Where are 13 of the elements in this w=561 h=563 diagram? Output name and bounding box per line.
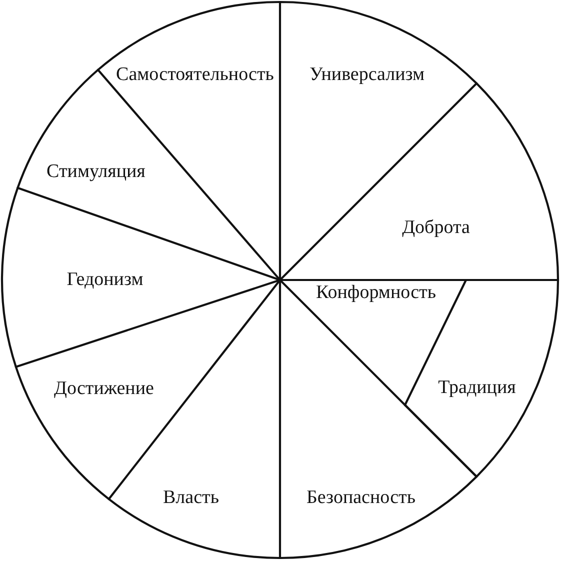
circle-sector: [0, 186, 282, 368]
sector-label: Универсализм: [309, 64, 425, 86]
sector-label: Власть: [163, 486, 219, 508]
sector-label: Доброта: [402, 216, 470, 238]
sector-label: Достижение: [54, 378, 154, 400]
sector-label: Традиция: [438, 376, 516, 398]
circle-sector: [278, 82, 560, 282]
sector-label: Гедонизм: [66, 268, 144, 290]
sector-label: Конформность: [316, 282, 436, 304]
circle-sector: [278, 0, 478, 282]
sector-label: Безопасность: [306, 486, 416, 508]
sector-label: Стимуляция: [46, 160, 146, 182]
sector-label: Самостоятельность: [116, 64, 274, 86]
